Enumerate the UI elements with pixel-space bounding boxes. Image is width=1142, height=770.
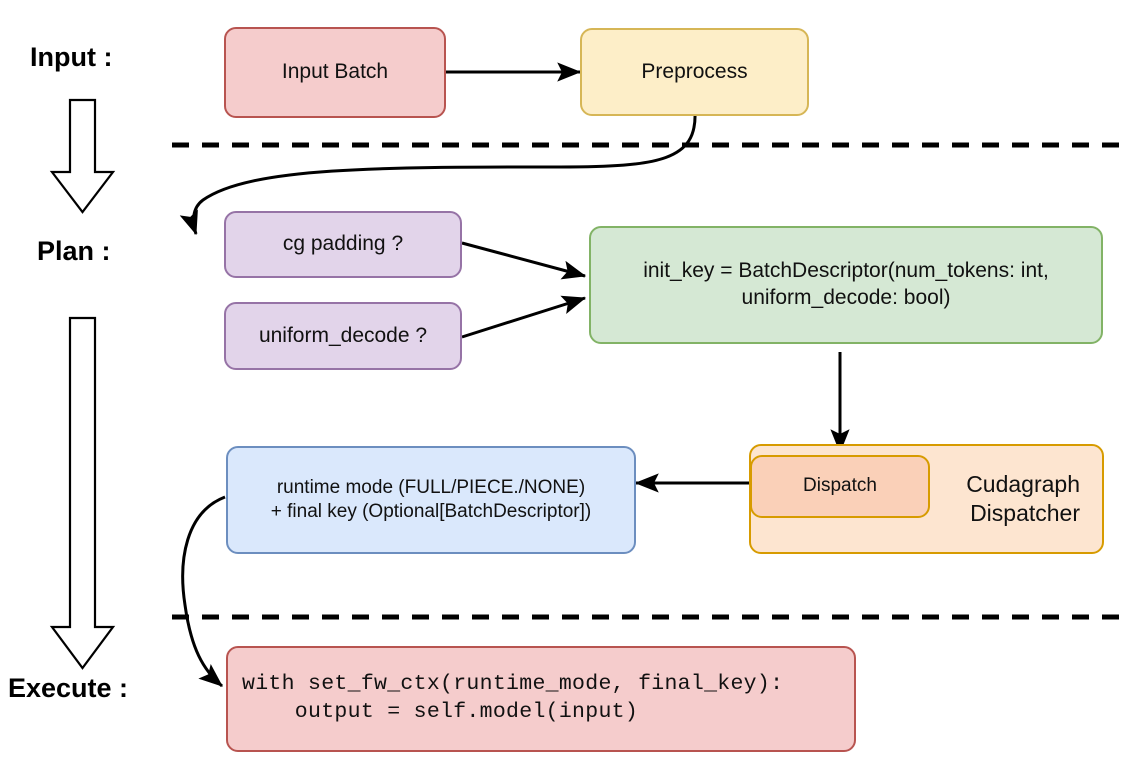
node-runtime-mode-line2: + final key (Optional[BatchDescriptor]) bbox=[270, 501, 592, 522]
node-execute-code[interactable]: with set_fw_ctx(runtime_mode, final_key)… bbox=[226, 646, 856, 752]
node-cudagraph-dispatcher-line2: Dispatcher bbox=[970, 500, 1080, 526]
node-runtime-mode[interactable]: runtime mode (FULL/PIECE./NONE) + final … bbox=[226, 446, 636, 554]
node-input-batch-label: Input Batch bbox=[281, 60, 389, 84]
node-init-key[interactable]: init_key = BatchDescriptor(num_tokens: i… bbox=[589, 226, 1103, 344]
input-to-plan-arrow bbox=[49, 98, 116, 214]
runtime-mode-to-execute-code bbox=[181, 495, 226, 688]
node-dispatch-label: Dispatch bbox=[803, 475, 877, 497]
node-cg-padding[interactable]: cg padding ? bbox=[224, 211, 462, 278]
node-dispatch[interactable]: Dispatch bbox=[750, 455, 930, 518]
node-init-key-line2: uniform_decode: bool) bbox=[741, 286, 951, 309]
node-preprocess-label: Preprocess bbox=[641, 59, 748, 83]
uniform-decode-to-init-key bbox=[461, 295, 587, 339]
stage-label-execute: Execute : bbox=[8, 673, 129, 703]
cg-padding-to-init-key bbox=[461, 241, 587, 280]
node-uniform-decode[interactable]: uniform_decode ? bbox=[224, 302, 462, 370]
stage-label-input: Input : bbox=[30, 42, 113, 72]
node-cudagraph-dispatcher-line1: Cudagraph bbox=[966, 470, 1080, 497]
node-init-key-line1: init_key = BatchDescriptor(num_tokens: i… bbox=[643, 259, 1049, 283]
node-uniform-decode-label: uniform_decode ? bbox=[258, 323, 428, 347]
plan-to-execute-arrow bbox=[49, 316, 116, 670]
node-runtime-mode-line1: runtime mode (FULL/PIECE./NONE) bbox=[276, 476, 586, 498]
stage-label-plan: Plan : bbox=[37, 236, 111, 266]
node-preprocess[interactable]: Preprocess bbox=[580, 28, 809, 116]
node-cg-padding-label: cg padding ? bbox=[282, 232, 404, 256]
node-input-batch[interactable]: Input Batch bbox=[224, 27, 446, 118]
node-execute-code-line1: with set_fw_ctx(runtime_mode, final_key)… bbox=[242, 672, 784, 697]
node-execute-code-line2: output = self.model(input) bbox=[242, 700, 639, 724]
